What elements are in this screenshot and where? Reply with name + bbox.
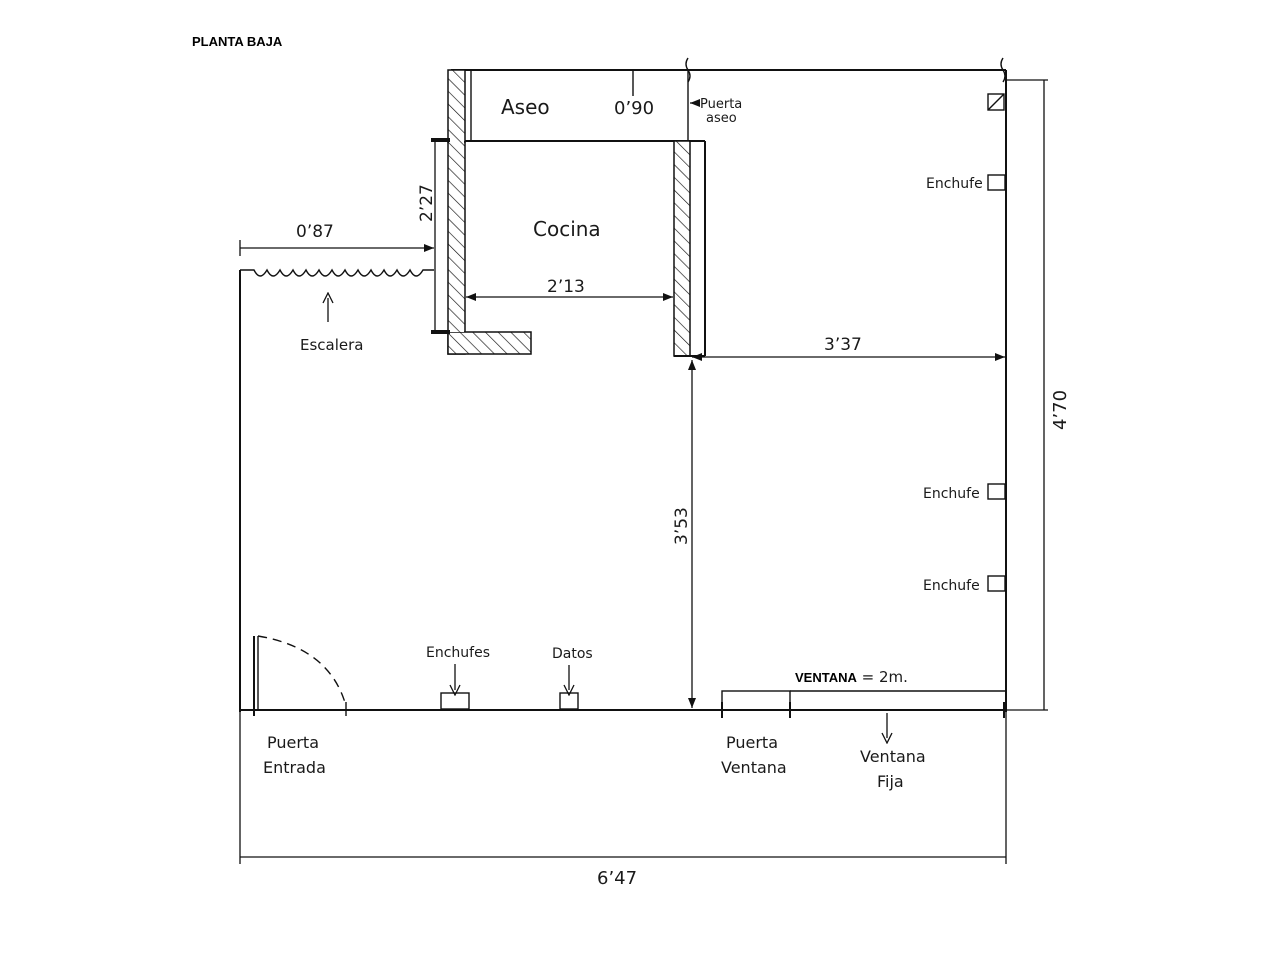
ventilation-box <box>987 93 1005 111</box>
ventana-fija-label-1: Ventana <box>860 747 926 766</box>
kitchen-left-wall-upper <box>447 69 466 143</box>
stair-width-dimension: 0’87 <box>296 222 334 242</box>
puerta-aseo-label-2: aseo <box>706 111 737 126</box>
puerta-entrada-label-2: Entrada <box>263 758 326 777</box>
ventilation-box-diagonal <box>987 93 1005 111</box>
page-title: PLANTA BAJA <box>192 34 283 49</box>
ventana-note-bold: VENTANA <box>795 670 857 685</box>
puerta-ventana-label-2: Ventana <box>721 758 787 777</box>
puerta-ventana-label-1: Puerta <box>726 733 778 752</box>
outlets-bottom <box>440 692 470 710</box>
enchufe-label-3: Enchufe <box>923 578 980 594</box>
right-room-depth-dimension: 3’53 <box>672 507 692 545</box>
total-width-dimension: 6’47 <box>597 868 637 889</box>
puerta-entrada-label-1: Puerta <box>267 733 319 752</box>
stair-scallops <box>240 268 434 277</box>
enchufe-label-2: Enchufe <box>923 486 980 502</box>
outlet-right-2 <box>987 483 1006 500</box>
puerta-aseo-label-1: Puerta <box>700 97 742 112</box>
kitchen-width-dimension: 2’13 <box>547 277 585 297</box>
outlet-right-3 <box>987 575 1006 592</box>
window-door-frame <box>721 690 791 711</box>
room-label-aseo: Aseo <box>501 95 550 119</box>
ventana-note-rest: = 2m. <box>857 668 908 686</box>
kitchen-right-wall <box>673 140 691 357</box>
entrance-door-swing <box>257 635 347 707</box>
total-depth-dimension: 4’70 <box>1050 390 1071 430</box>
right-room-width-dimension: 3’37 <box>824 335 862 355</box>
outlet-right-1 <box>987 174 1006 191</box>
enchufes-label: Enchufes <box>426 645 490 661</box>
kitchen-wall-foot <box>447 331 532 355</box>
kitchen-left-wall-inner <box>449 140 464 332</box>
ventana-fija-label-2: Fija <box>877 772 904 791</box>
escalera-label: Escalera <box>300 336 364 354</box>
ventana-note: VENTANA = 2m. <box>795 668 908 686</box>
datos-label: Datos <box>552 646 593 662</box>
aseo-door-dimension: 0’90 <box>614 98 654 119</box>
data-socket <box>559 692 579 710</box>
top-wall-break-mark-right <box>1000 57 1006 83</box>
room-label-cocina: Cocina <box>533 217 601 241</box>
kitchen-depth-dimension: 2’27 <box>417 184 437 222</box>
enchufe-label-1: Enchufe <box>926 176 983 192</box>
